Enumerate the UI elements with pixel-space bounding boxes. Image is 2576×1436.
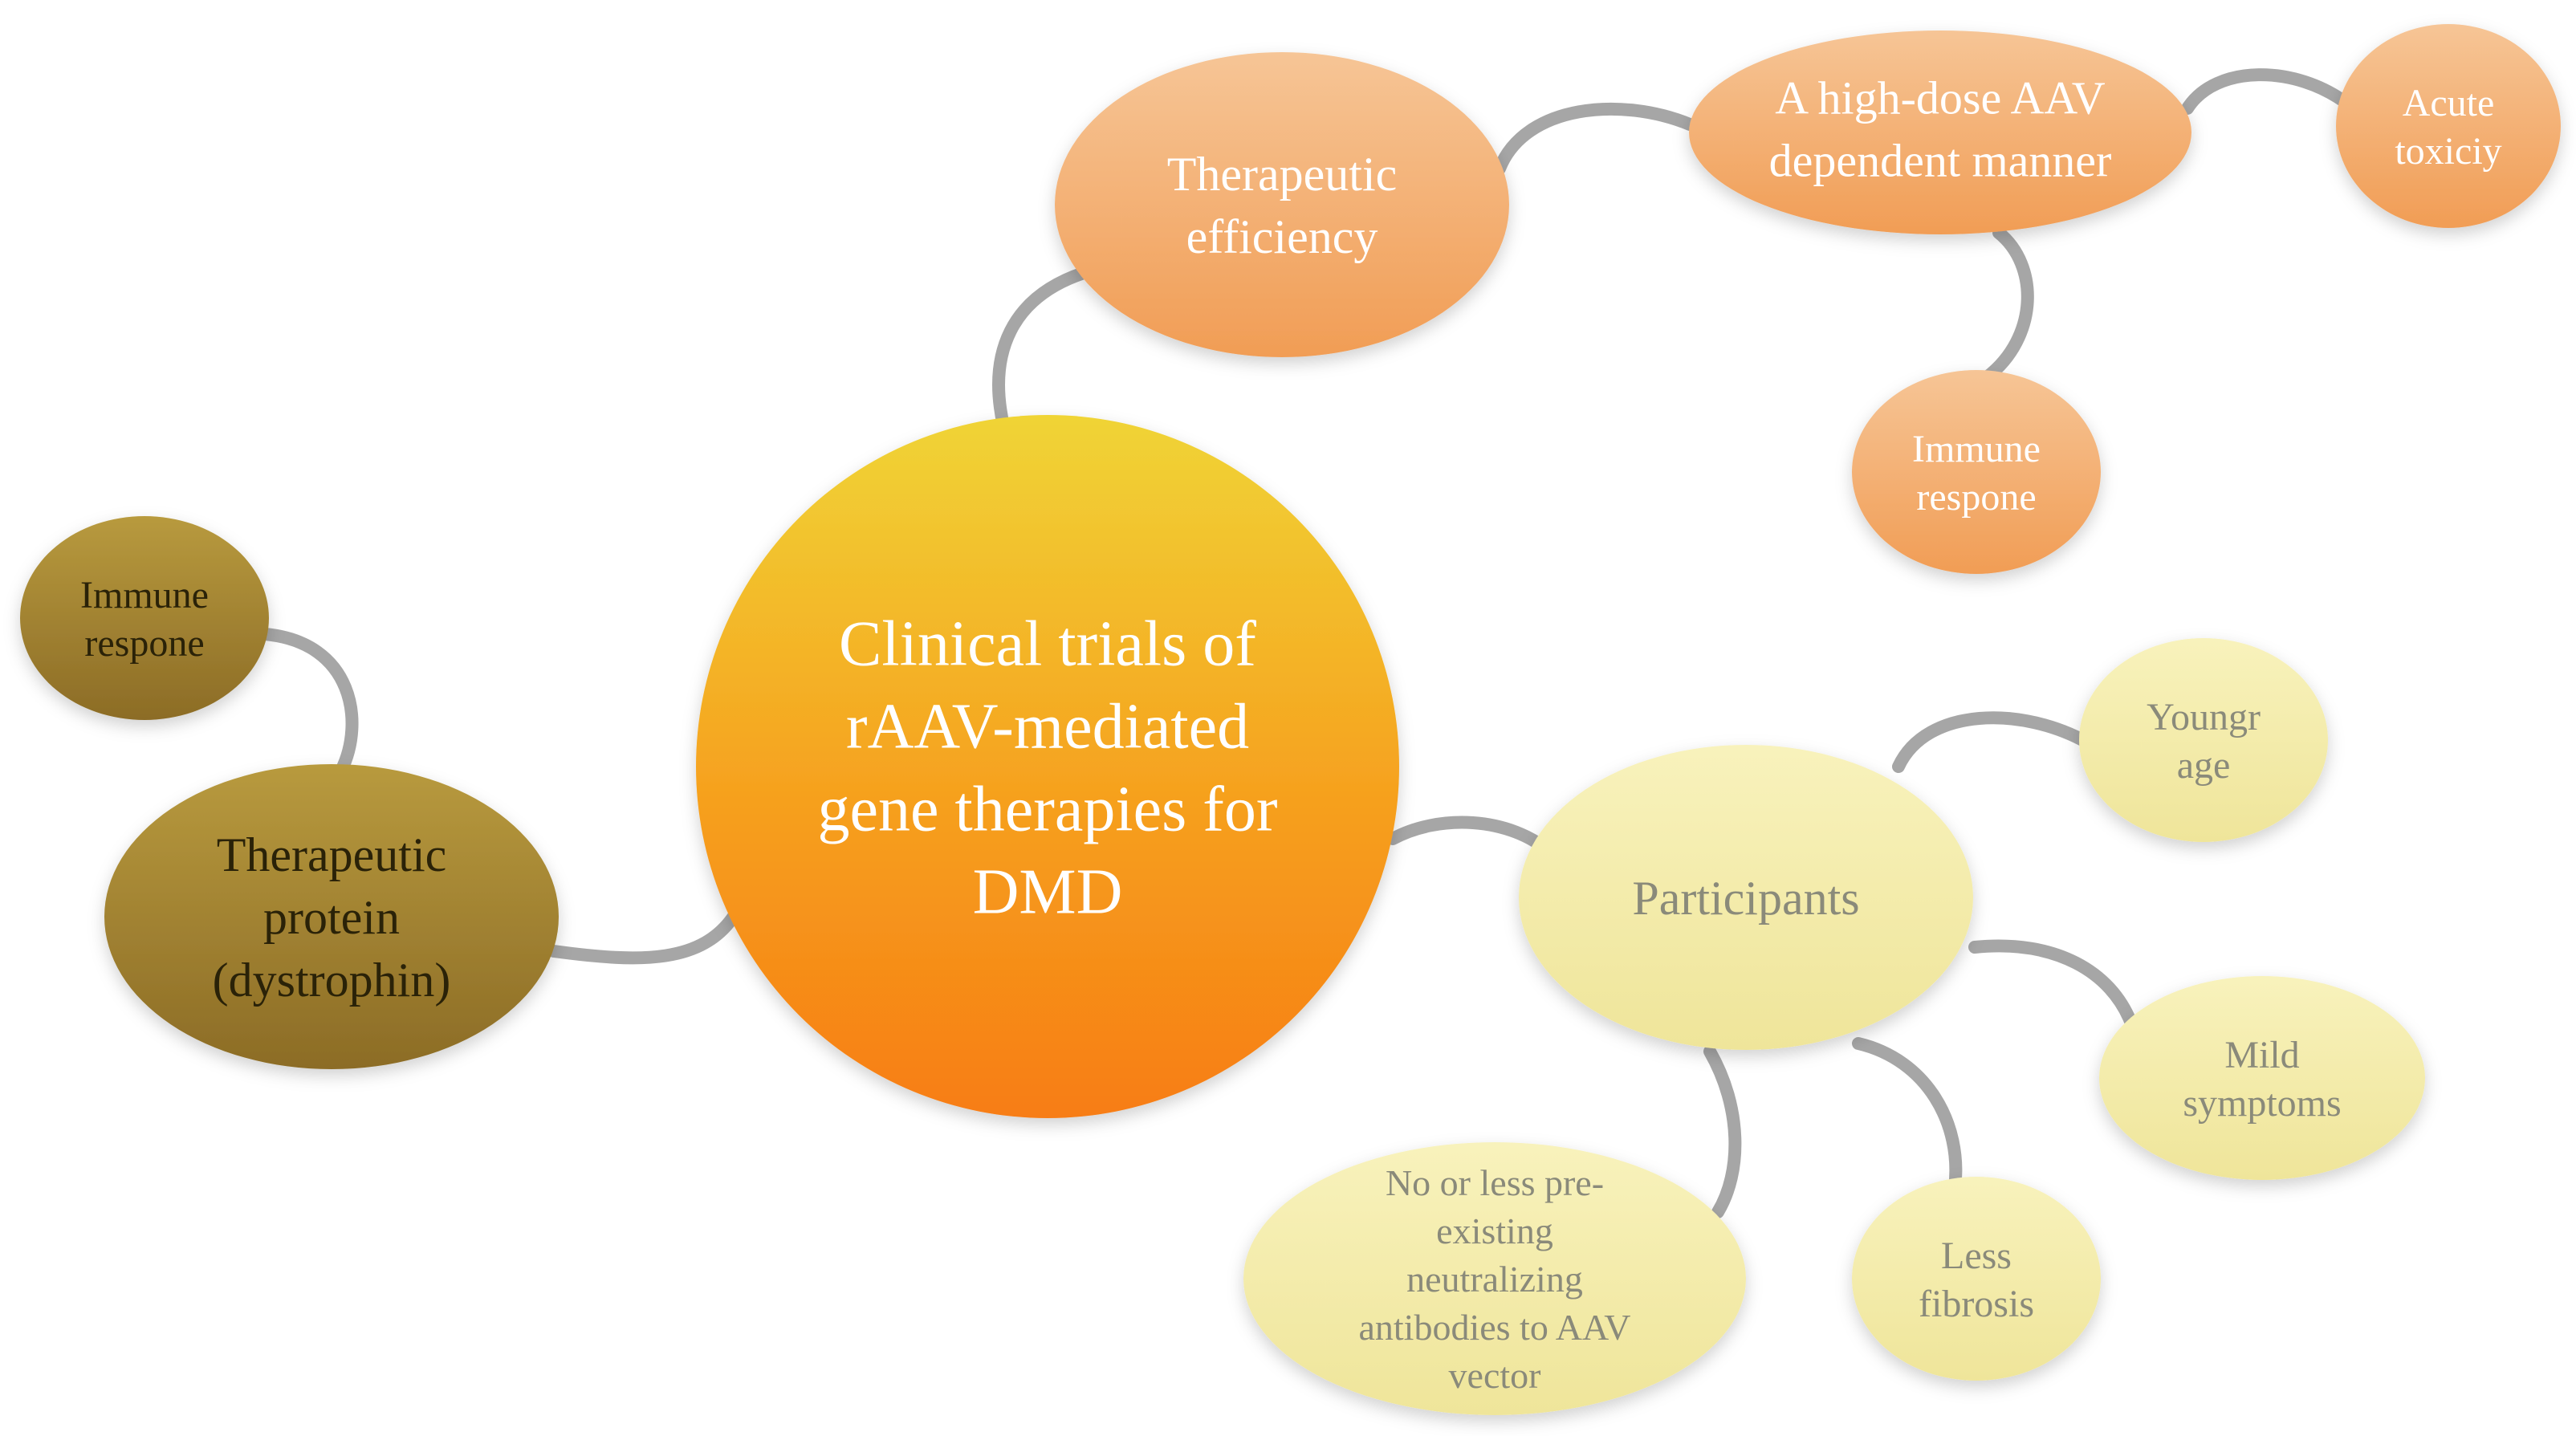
immune-response-right-label: Immune respone [1912,428,2041,519]
label-line: Youngr [2147,696,2261,738]
acute-toxicity-label: Acute toxiciy [2395,82,2501,173]
node-participants: Participants [1519,745,1973,1050]
label-line: toxiciy [2395,130,2501,173]
immune-response-left-label: Immune respone [80,574,209,665]
label-line: antibodies to AAV [1358,1307,1630,1348]
label-line: protein [263,891,400,944]
high-dose-shape [1689,31,2191,234]
participants-label: Participants [1632,872,1859,925]
label-line: symptoms [2183,1082,2341,1125]
connector-highdose-to-immune [1980,226,2034,384]
therapeutic-protein-shape [104,764,559,1069]
acute-toxicity-shape [2336,24,2561,228]
label-line: Mild [2224,1034,2299,1076]
node-immune-response-left: Immune respone [20,516,269,720]
immune-response-right-shape [1852,370,2101,574]
connectors [258,68,2354,1218]
immune-response-left-shape [20,516,269,720]
label-line: Immune [80,574,209,616]
connector-efficiency-to-highdose [1493,102,1696,175]
connector-center-to-efficiency [992,266,1090,432]
connector-protein-to-immune [258,628,359,777]
neutralizing-antibodies-label: No or less pre-existing neutralizing antib… [1358,1162,1630,1396]
node-therapeutic-protein: Therapeutic protein (dystrophin) [104,764,559,1069]
label-line: Therapeutic [1167,148,1398,201]
label-line: Clinical trials of [839,609,1256,680]
node-less-fibrosis: Less fibrosis [1852,1177,2101,1381]
label-line: Participants [1632,872,1859,925]
label-line: Acute [2403,82,2495,124]
label-line: Immune [1912,428,2041,470]
mild-symptoms-label: Mild symptoms [2183,1034,2341,1125]
node-immune-response-right: Immune respone [1852,370,2101,574]
therapeutic-efficiency-label: Therapeutic efficiency [1167,148,1398,263]
label-line: A high-dose AAV [1775,71,2106,124]
participants-shape [1519,745,1973,1050]
therapeutic-efficiency-shape [1055,52,1509,357]
label-line: vector [1449,1355,1541,1396]
label-line: efficiency [1186,210,1378,263]
label-line: No or less pre- [1386,1162,1604,1203]
node-younger-age: Youngr age [2079,638,2328,842]
node-acute-toxicity: Acute toxiciy [2336,24,2561,228]
younger-age-label: Youngr age [2147,696,2261,787]
node-high-dose: A high-dose AAV dependent manner [1689,31,2191,234]
therapeutic-protein-label: Therapeutic protein (dystrophin) [213,828,451,1007]
connector-center-to-participants [1386,816,1560,861]
connector-center-to-protein [547,909,741,965]
center-label: Clinical trials of rAAV-mediated gene ther… [817,609,1277,928]
connector-participants-to-younger [1892,711,2094,773]
label-line: gene therapies for [817,775,1277,845]
label-line: dependent manner [1769,134,2112,186]
label-line: existing [1436,1210,1553,1251]
connector-participants-to-antibodies [1703,1045,1742,1218]
label-line: respone [1916,476,2036,519]
label-line: Less [1941,1235,2012,1277]
node-neutralizing-antibodies: No or less pre-existing neutralizing antib… [1243,1142,1746,1415]
label-line: Therapeutic [217,828,447,881]
label-line: age [2177,744,2231,787]
mild-symptoms-shape [2099,976,2425,1180]
label-line: (dystrophin) [213,954,451,1007]
node-therapeutic-efficiency: Therapeutic efficiency [1055,52,1509,357]
younger-age-shape [2079,638,2328,842]
connector-highdose-to-acute [2181,68,2354,115]
less-fibrosis-label: Less fibrosis [1919,1235,2034,1325]
label-line: neutralizing [1406,1259,1583,1300]
label-line: rAAV-mediated [846,692,1249,763]
label-line: DMD [973,857,1123,928]
center-shape [696,415,1399,1118]
label-line: respone [84,622,204,665]
node-mild-symptoms: Mild symptoms [2099,976,2425,1180]
connector-participants-to-fibrosis [1852,1037,1963,1194]
less-fibrosis-shape [1852,1177,2101,1381]
neutralizing-antibodies-shape [1243,1142,1746,1415]
connector-participants-to-mild [1968,939,2138,1030]
high-dose-label: A high-dose AAV dependent manner [1769,71,2112,186]
node-center: Clinical trials of rAAV-mediated gene ther… [696,415,1399,1118]
label-line: fibrosis [1919,1283,2034,1325]
